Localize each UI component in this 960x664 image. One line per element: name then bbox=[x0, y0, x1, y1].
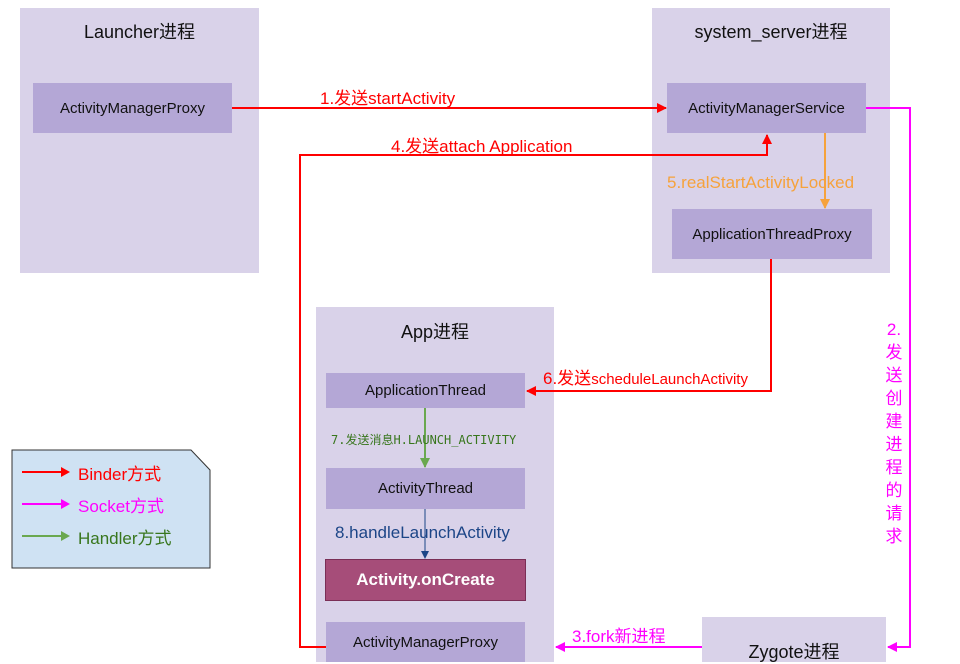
label-1-start-activity: 1.发送startActivity bbox=[320, 89, 456, 108]
label-4-attach-application: 4.发送attach Application bbox=[391, 137, 573, 156]
label-6-suffix: scheduleLaunchActivity bbox=[591, 371, 748, 388]
label-2-char: 请 bbox=[885, 504, 903, 523]
label-2-create-process-request: 2. 发 送 创 建 进 程 的 请 求 bbox=[880, 318, 908, 548]
launcher-process: Launcher进程 bbox=[20, 8, 259, 273]
launcher-activity-manager-proxy: ActivityManagerProxy bbox=[33, 83, 232, 133]
label-3-fork: 3.fork新进程 bbox=[572, 627, 666, 646]
app-activity-manager-proxy: ActivityManagerProxy bbox=[326, 622, 525, 662]
app-process-title: App进程 bbox=[400, 322, 470, 342]
zygote-process: Zygote进程 bbox=[702, 617, 886, 662]
activity-manager-service: ActivityManagerService bbox=[667, 83, 866, 133]
label-8-handle-launch: 8.handleLaunchActivity bbox=[335, 523, 510, 542]
label-2-char: 建 bbox=[885, 412, 903, 431]
label-6-prefix: 6.发送 bbox=[543, 369, 592, 388]
application-thread-proxy: ApplicationThreadProxy bbox=[672, 209, 872, 259]
legend-handler-arrow bbox=[22, 531, 70, 541]
zygote-process-title: Zygote进程 bbox=[748, 642, 840, 662]
legend-binder: Binder方式 bbox=[22, 461, 162, 484]
activity-oncreate: Activity.onCreate bbox=[325, 559, 526, 601]
system-server-process-title: system_server进程 bbox=[694, 22, 848, 42]
activity-thread: ActivityThread bbox=[326, 468, 525, 509]
label-2-char: 发 bbox=[885, 343, 903, 362]
legend-socket-arrow bbox=[22, 499, 70, 509]
label-2-char: 的 bbox=[885, 481, 903, 500]
legend-socket-label: Socket方式 bbox=[78, 496, 164, 516]
arrow-2-create-process-request bbox=[866, 107, 911, 652]
launcher-process-title: Launcher进程 bbox=[83, 22, 196, 42]
label-2-char: 程 bbox=[885, 458, 903, 477]
label-2-char: 进 bbox=[885, 435, 903, 454]
legend-handler-label: Handler方式 bbox=[78, 528, 172, 548]
legend-socket: Socket方式 bbox=[22, 493, 164, 516]
arrow-6-schedule-launch bbox=[526, 259, 772, 396]
label-2-char: 2. bbox=[886, 320, 902, 339]
label-2-char: 送 bbox=[885, 366, 903, 385]
legend-binder-label: Binder方式 bbox=[78, 464, 162, 484]
application-thread: ApplicationThread bbox=[326, 373, 525, 408]
label-2-char: 求 bbox=[885, 527, 903, 546]
label-2-char: 创 bbox=[885, 389, 903, 408]
legend-handler: Handler方式 bbox=[22, 525, 172, 548]
label-7-handler-message: 7.发送消息H.LAUNCH_ACTIVITY bbox=[331, 433, 517, 447]
label-5-real-start: 5.realStartActivityLocked bbox=[667, 173, 855, 192]
label-6-schedule-launch: 6.发送scheduleLaunchActivity bbox=[543, 364, 748, 389]
arrow-4-attach-application bbox=[299, 134, 772, 648]
legend-binder-arrow bbox=[22, 467, 70, 477]
